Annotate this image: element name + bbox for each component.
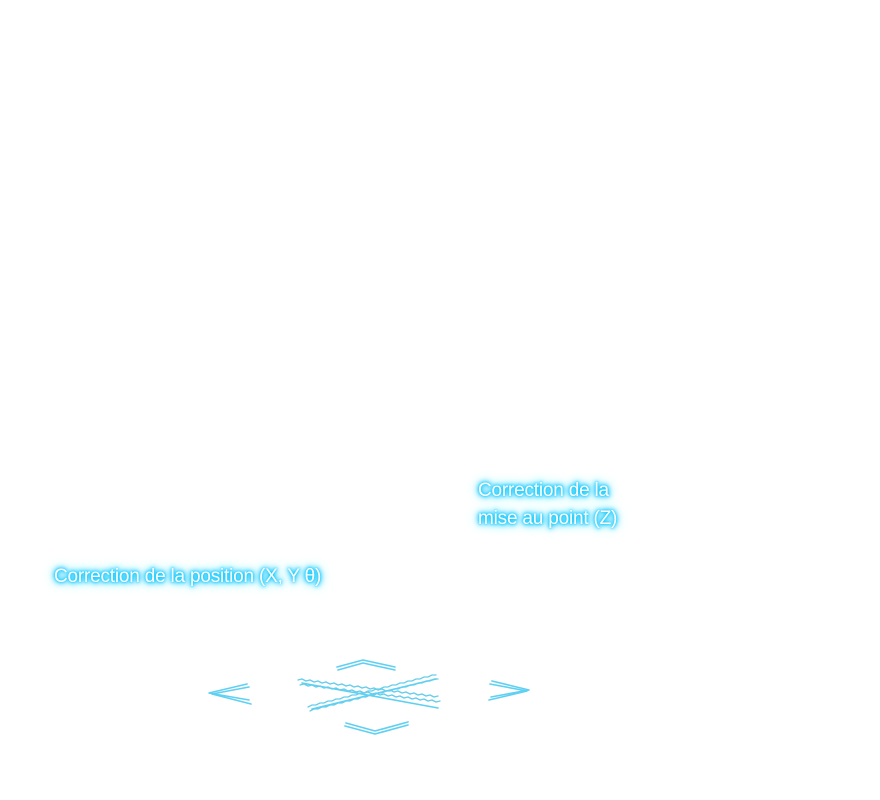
chevron-up-icon[interactable]: [336, 659, 396, 671]
focus-correction-label: Correction de la mise au point (Z): [478, 477, 617, 533]
chevron-left-icon[interactable]: [208, 683, 252, 705]
position-correction-label: Correction de la position (X, Y θ): [54, 566, 322, 587]
chevron-right-icon[interactable]: [488, 680, 530, 701]
cross-icon[interactable]: [297, 674, 441, 712]
focus-correction-label-line1: Correction de la: [478, 480, 609, 501]
chevron-down-icon[interactable]: [344, 721, 409, 735]
focus-correction-label-line2: mise au point (Z): [478, 508, 618, 529]
